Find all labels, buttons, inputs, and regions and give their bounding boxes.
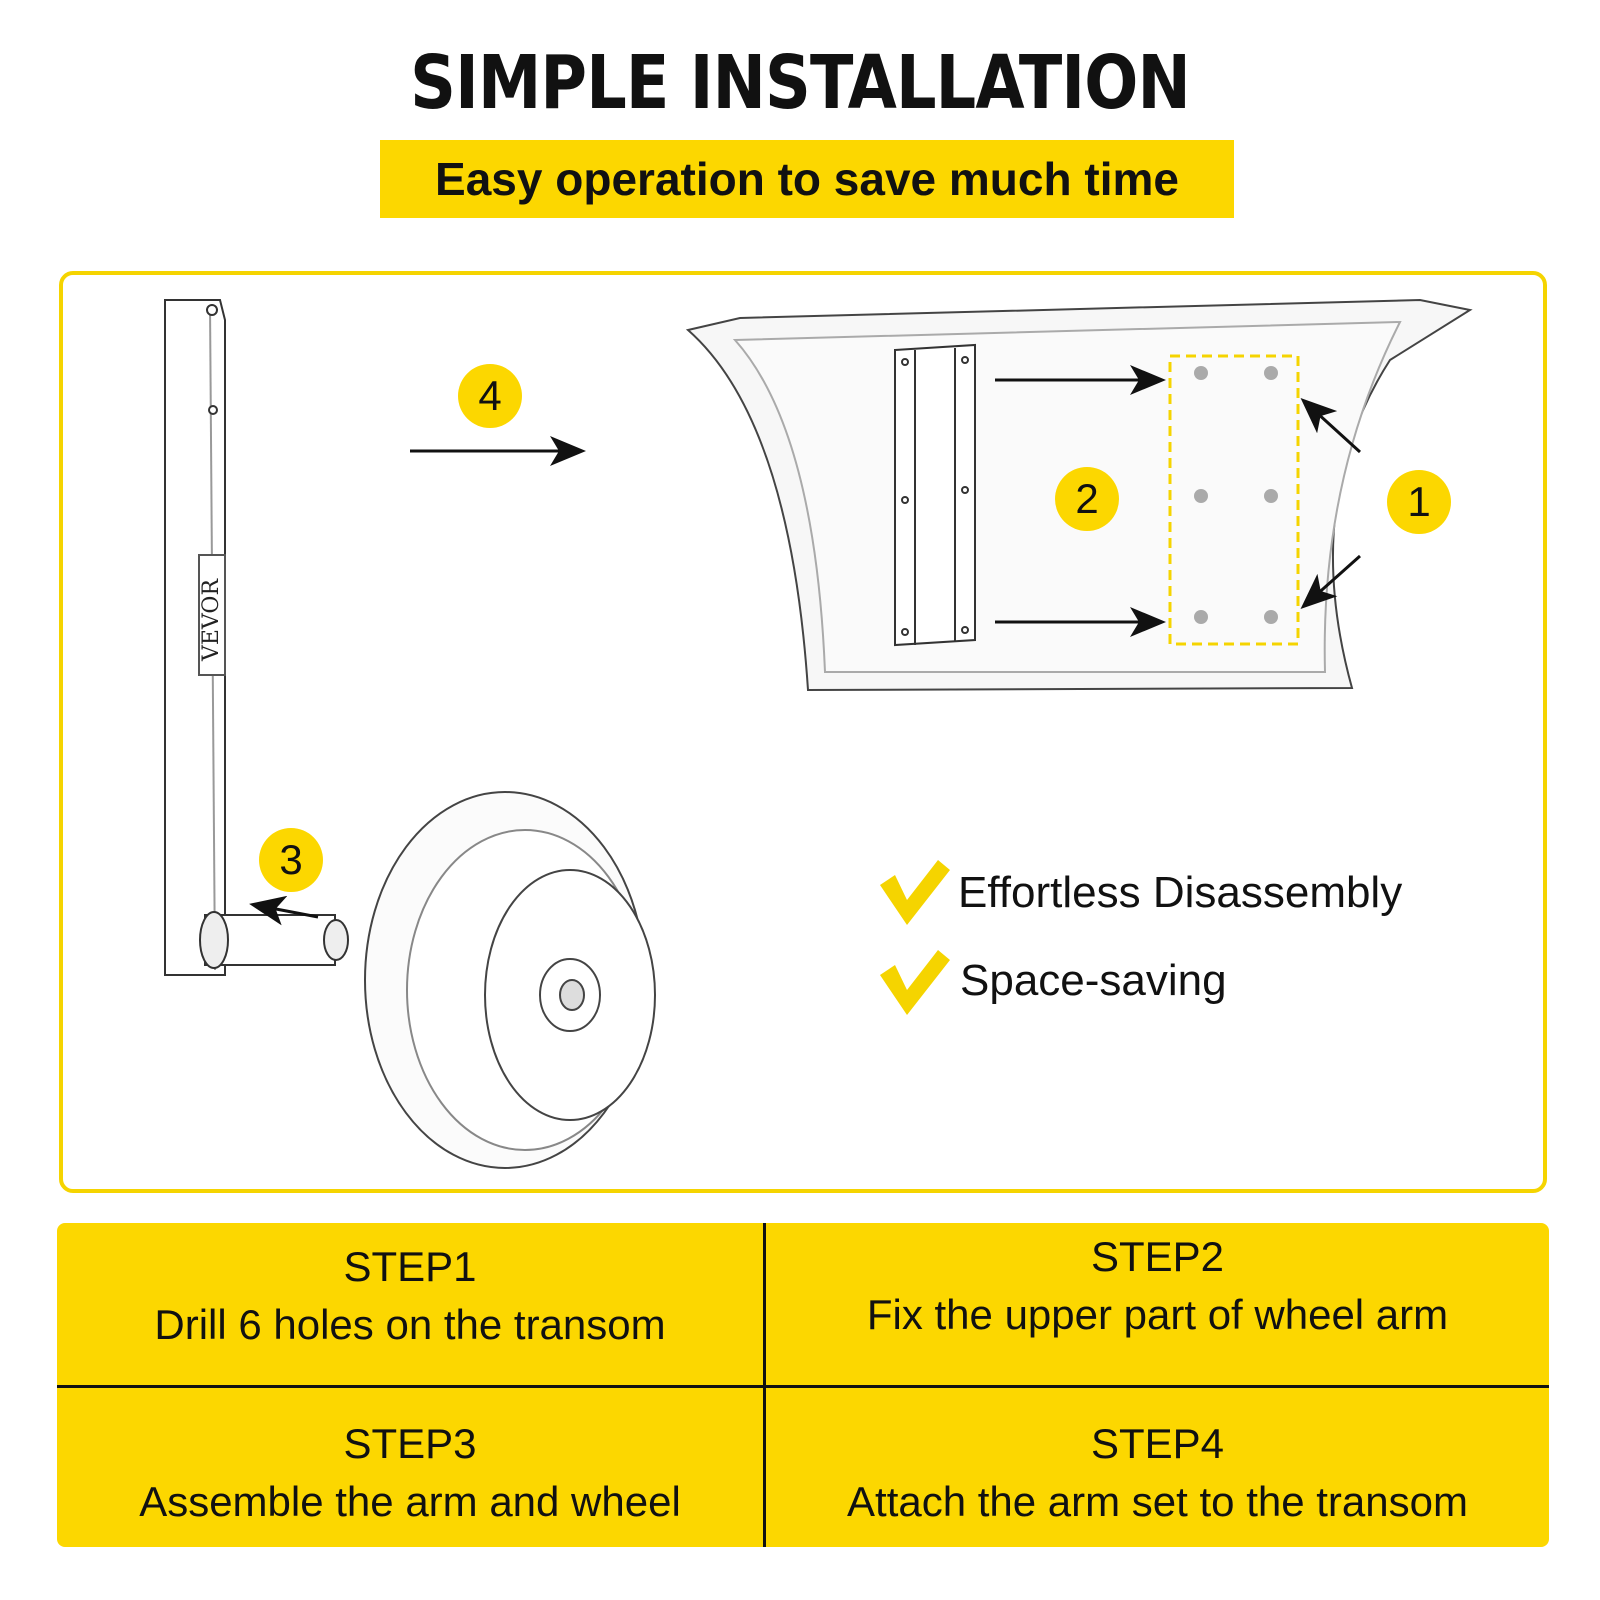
step3-text: Assemble the arm and wheel [139,1478,681,1525]
step-badge-1: 1 [1387,470,1451,534]
wheel-arm [164,299,349,976]
step3-cell: STEP3 Assemble the arm and wheel [57,1415,763,1531]
checkmark-icon [880,950,950,1015]
diagram-arrows [249,365,1362,926]
feature-space-saving: Space-saving [960,956,1227,1005]
bracket [894,343,976,647]
wheel [364,791,656,1169]
subtitle: Easy operation to save much time [435,153,1179,205]
page-title: SIMPLE INSTALLATION [410,40,1191,126]
step2-text: Fix the upper part of wheel arm [866,1291,1449,1338]
step4-title: STEP4 [1090,1420,1225,1467]
feature-effortless-disassembly: Effortless Disassembly [958,868,1403,917]
drill-area [1168,354,1300,646]
step2-title: STEP2 [1090,1233,1225,1280]
brand-logo: VEVOR [199,578,224,662]
checkmark-icon [880,860,950,925]
subtitle-banner: Easy operation to save much time [380,140,1234,218]
step1-title: STEP1 [343,1243,477,1290]
step-badge-3: 3 [259,828,323,892]
step1-text: Drill 6 holes on the transom [154,1301,666,1348]
step3-title: STEP3 [343,1420,477,1467]
step-badge-2: 2 [1055,467,1119,531]
step2-cell: STEP2 Fix the upper part of wheel arm [766,1228,1549,1344]
step4-text: Attach the arm set to the transom [847,1478,1468,1525]
step1-cell: STEP1 Drill 6 holes on the transom [57,1238,763,1354]
step-badge-4: 4 [458,364,522,428]
checkmarks [880,860,950,1015]
steps-divider-horizontal [57,1385,1549,1388]
step4-cell: STEP4 Attach the arm set to the transom [766,1415,1549,1531]
drill-holes [1194,366,1278,624]
